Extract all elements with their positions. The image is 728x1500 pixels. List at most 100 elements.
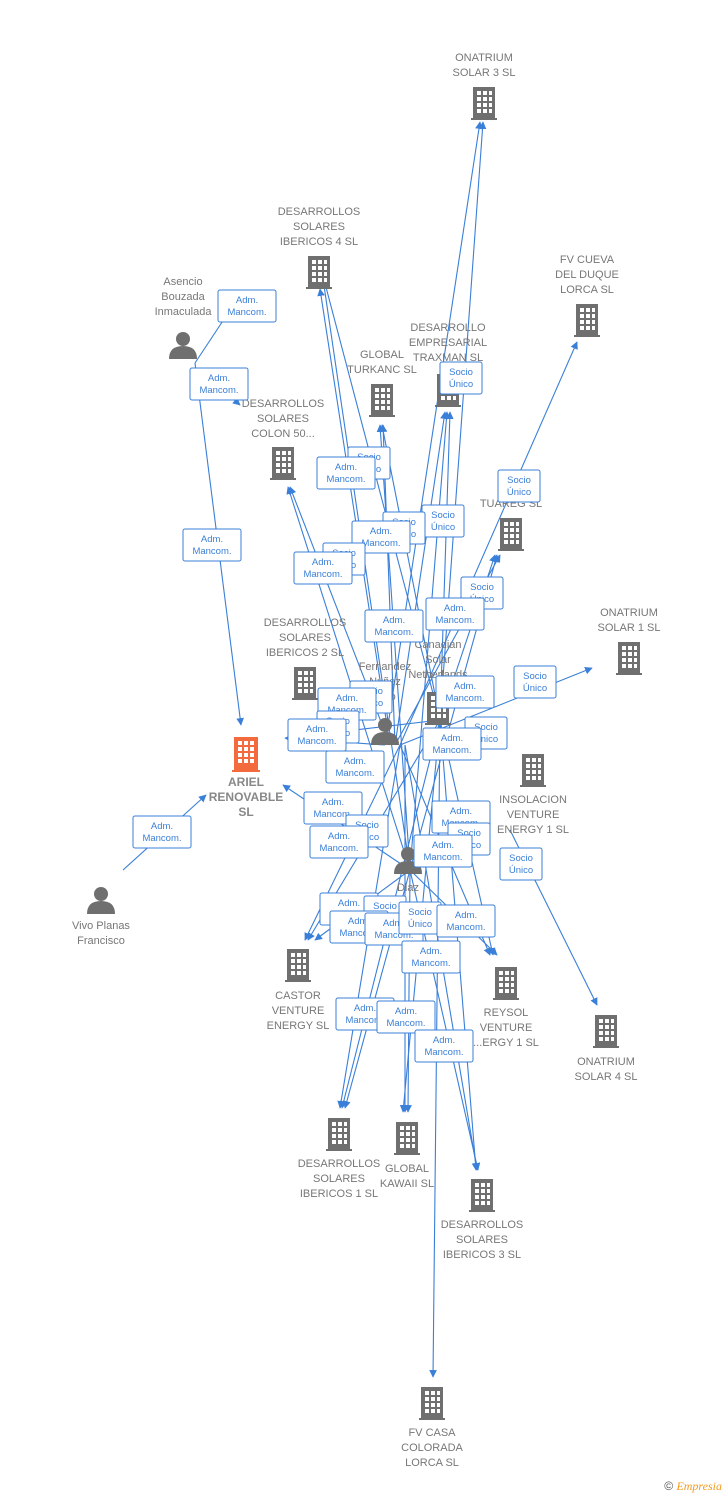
building-icon[interactable] (326, 1118, 352, 1151)
node-label-line[interactable]: SL (238, 805, 253, 819)
adm-mancom-label[interactable]: Adm.Mancom. (217, 289, 277, 323)
node-label-line[interactable]: DESARROLLOS (242, 398, 325, 410)
relation-label-box[interactable] (414, 1029, 474, 1063)
node-colon50[interactable]: DESARROLLOS SOLARES COLON 50... (242, 398, 325, 480)
relation-label-box[interactable] (376, 1000, 436, 1034)
node-label-line[interactable]: Diaz (397, 882, 419, 894)
building-icon[interactable] (232, 737, 260, 772)
adm-mancom-label[interactable]: Adm.Mancom. (414, 1029, 474, 1063)
node-label-line[interactable]: ...ERGY 1 SL (473, 1037, 539, 1049)
building-icon[interactable] (270, 447, 296, 480)
node-label-line[interactable]: FV CASA (408, 1427, 456, 1439)
node-label-line[interactable]: VENTURE (507, 809, 560, 821)
building-icon[interactable] (419, 1387, 445, 1420)
building-icon[interactable] (469, 1179, 495, 1212)
node-label-line[interactable]: COLORADA (401, 1442, 463, 1454)
node-label-line[interactable]: FV CUEVA (560, 254, 615, 266)
node-label-line[interactable]: IBERICOS 3 SL (443, 1249, 521, 1261)
node-label-line[interactable]: VENTURE (480, 1022, 533, 1034)
person-icon[interactable] (169, 332, 197, 359)
adm-mancom-label[interactable]: Adm.Mancom. (425, 597, 485, 631)
building-icon[interactable] (520, 754, 546, 787)
relation-label-box[interactable] (309, 825, 369, 859)
relation-label-box[interactable] (513, 665, 557, 699)
adm-mancom-label[interactable]: Adm.Mancom. (182, 528, 242, 562)
node-label-line[interactable]: RENOVABLE (209, 790, 283, 804)
node-label-line[interactable]: DESARROLLO (410, 322, 486, 334)
node-label-line[interactable]: KAWAII SL (380, 1178, 434, 1190)
adm-mancom-label[interactable]: Adm.Mancom. (309, 825, 369, 859)
node-label-line[interactable]: Inmaculada (155, 306, 213, 318)
building-icon[interactable] (292, 667, 318, 700)
person-icon[interactable] (87, 887, 115, 914)
node-label-line[interactable]: Bouzada (161, 291, 205, 303)
node-insolacion[interactable]: INSOLACION VENTURE ENERGY 1 SL (497, 754, 569, 836)
building-icon[interactable] (471, 87, 497, 120)
building-icon[interactable] (306, 256, 332, 289)
relation-label-box[interactable] (364, 609, 424, 643)
relation-label-box[interactable] (425, 597, 485, 631)
adm-mancom-label[interactable]: Adm.Mancom. (364, 609, 424, 643)
adm-mancom-label[interactable]: Adm.Mancom. (413, 834, 473, 868)
adm-mancom-label[interactable]: Adm.Mancom. (132, 815, 192, 849)
adm-mancom-label[interactable]: Adm.Mancom. (401, 940, 461, 974)
building-icon[interactable] (616, 642, 642, 675)
building-icon[interactable] (593, 1015, 619, 1048)
node-label-line[interactable]: SOLARES (257, 413, 309, 425)
node-label-line[interactable]: Vivo Planas (72, 920, 130, 932)
relation-label-box[interactable] (499, 847, 543, 881)
node-label-line[interactable]: Francisco (77, 935, 125, 947)
adm-mancom-label[interactable]: Adm.Mancom. (316, 456, 376, 490)
node-label-line[interactable]: Fernandez (359, 661, 412, 673)
node-label-line[interactable]: REYSOL (484, 1007, 529, 1019)
adm-mancom-label[interactable]: Adm.Mancom. (436, 904, 496, 938)
node-label-line[interactable]: Asencio (163, 276, 202, 288)
node-label-line[interactable]: IBERICOS 1 SL (300, 1188, 378, 1200)
relation-label-box[interactable] (316, 456, 376, 490)
adm-mancom-label[interactable]: Adm.Mancom. (351, 520, 411, 554)
node-label-line[interactable]: INSOLACION (499, 794, 567, 806)
building-icon[interactable] (394, 1122, 420, 1155)
node-label-line[interactable]: ENERGY SL (267, 1020, 330, 1032)
node-label-line[interactable]: CASTOR (275, 990, 321, 1002)
node-label-line[interactable]: Solar (425, 654, 451, 666)
node-label-line[interactable]: VENTURE (272, 1005, 325, 1017)
building-icon[interactable] (369, 384, 395, 417)
node-label-line[interactable]: SOLARES (313, 1173, 365, 1185)
node-label-line[interactable]: GLOBAL (360, 349, 404, 361)
relation-label-box[interactable] (436, 904, 496, 938)
node-label-line[interactable]: ENERGY 1 SL (497, 824, 569, 836)
building-icon[interactable] (574, 304, 600, 337)
node-label-line[interactable]: DESARROLLOS (264, 617, 347, 629)
adm-mancom-label[interactable]: Adm.Mancom. (325, 750, 385, 784)
node-label-line[interactable]: ONATRIUM (455, 52, 513, 64)
relation-label-box[interactable] (325, 750, 385, 784)
node-label-line[interactable]: COLON 50... (251, 428, 315, 440)
relation-label-box[interactable] (413, 834, 473, 868)
relation-label-box[interactable] (422, 727, 482, 761)
node-label-line[interactable]: DESARROLLOS (278, 206, 361, 218)
node-label-line[interactable]: SOLARES (456, 1234, 508, 1246)
node-reysol[interactable]: REYSOL VENTURE ...ERGY 1 SL (473, 967, 539, 1049)
node-label-line[interactable]: ONATRIUM (600, 607, 658, 619)
node-label-line[interactable]: DESARROLLOS (441, 1219, 524, 1231)
node-label-line[interactable]: GLOBAL (385, 1163, 429, 1175)
node-label-line[interactable]: TRAXMAN SL (413, 352, 483, 364)
node-label-line[interactable]: EMPRESARIAL (409, 337, 487, 349)
node-label-line[interactable]: LORCA SL (560, 284, 614, 296)
adm-mancom-label[interactable]: Adm.Mancom. (422, 727, 482, 761)
relation-label-box[interactable] (435, 675, 495, 709)
